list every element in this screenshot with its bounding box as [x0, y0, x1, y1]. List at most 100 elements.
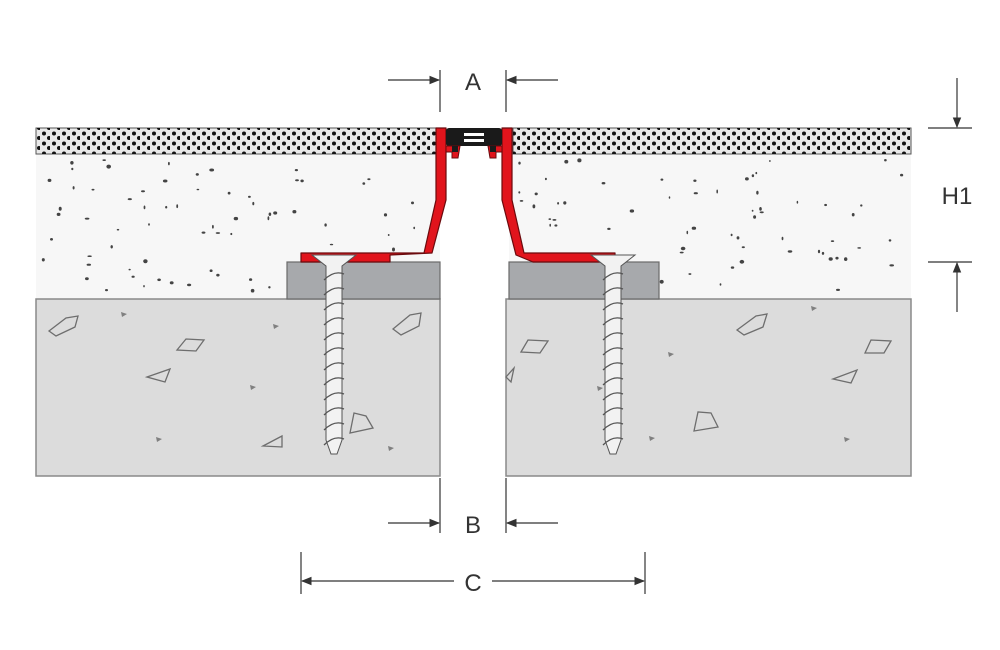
screed-speck [196, 188, 200, 191]
screed-speck [248, 195, 251, 198]
screed-speck [324, 223, 327, 227]
screw-thread [323, 317, 345, 326]
dimension-labels: A B C H1 [464, 69, 972, 597]
screed-speck [745, 177, 749, 181]
screed-speck [411, 201, 414, 205]
screed-speck [71, 167, 74, 171]
tile-layer [35, 127, 912, 155]
screed-speck [176, 204, 179, 209]
screed-speck [215, 232, 221, 234]
screed-speck [736, 236, 740, 240]
tile-right-dots [513, 128, 911, 154]
screed-speck [367, 178, 371, 181]
screed-speck [143, 259, 148, 264]
screed-speck [557, 202, 560, 205]
screw-thread [602, 407, 624, 416]
screw-thread [323, 347, 345, 356]
screed-speck [601, 182, 606, 185]
screed-speck [835, 256, 839, 260]
screed-speck [169, 281, 174, 285]
screed-speck [691, 226, 697, 230]
screed-speck [836, 288, 840, 291]
screed-speck [187, 283, 192, 287]
screed-speck [47, 178, 52, 182]
screed-speck [209, 269, 213, 273]
screed-speck [50, 238, 53, 241]
screed-speck [85, 277, 89, 281]
screed-speck [143, 285, 145, 288]
screed-speck [730, 266, 735, 269]
screw-thread [602, 302, 624, 311]
screed-speck [900, 173, 904, 177]
screed-speck [250, 288, 255, 293]
screed-speck [751, 174, 755, 178]
screed-speck [781, 236, 784, 241]
screed-speck [860, 204, 863, 207]
screw-right [589, 254, 637, 455]
screed-speck [755, 171, 758, 175]
screed-speck [688, 273, 692, 275]
screed-speck [70, 161, 74, 165]
screed-speck [751, 209, 754, 212]
screed-speck [252, 201, 255, 206]
screw-left [310, 254, 358, 455]
screed-speck [753, 215, 757, 219]
screed-speck [157, 278, 161, 282]
aggregate-stone [349, 412, 375, 434]
screed-speck [209, 168, 215, 172]
screed-speck [857, 247, 862, 249]
screed-speck [392, 247, 395, 252]
screed-speck [86, 263, 92, 266]
screws [310, 254, 637, 455]
screw-thread [602, 422, 624, 431]
insert-slot-top [464, 133, 484, 136]
screed-speck [148, 223, 150, 226]
profile-left-flange [300, 127, 447, 263]
screed-speck [769, 160, 771, 162]
screed-speck [102, 159, 106, 162]
screed-speck [127, 198, 132, 201]
tile-left-dots [36, 128, 436, 154]
screw-thread [323, 332, 345, 341]
screed-speck [693, 179, 697, 182]
aggregate-stone [175, 338, 206, 352]
screed-speck [739, 259, 745, 264]
aggregate-speck [121, 312, 127, 317]
screed-speck [91, 188, 95, 191]
screed-speck [141, 190, 145, 193]
dim-label-h1: H1 [942, 183, 973, 210]
screed-speck [668, 196, 671, 199]
screed-speck [84, 217, 90, 220]
screed-speck [817, 249, 821, 254]
screed-speck [233, 216, 239, 221]
screed-speck [844, 257, 848, 261]
screed-speck [830, 240, 835, 243]
screed-speck [730, 233, 733, 237]
screed-speck [58, 206, 62, 211]
screed-speck [532, 204, 536, 209]
screed-speck [201, 231, 206, 234]
insert-body [446, 128, 502, 146]
screed-speck [387, 234, 390, 236]
screed-speck [413, 226, 416, 230]
screed-speck [787, 250, 793, 253]
screed-speck [292, 210, 297, 214]
aggregate-shapes [47, 312, 893, 448]
screed-speck [828, 257, 833, 261]
screw-thread [323, 437, 345, 446]
screed-speck [295, 179, 299, 182]
screed-speck [519, 200, 524, 202]
dim-label-c: C [464, 570, 481, 597]
mounting-block-left [286, 261, 441, 300]
screed-speck [41, 258, 45, 262]
screed-speck [195, 173, 199, 176]
screed-speck [249, 278, 253, 281]
screed-speck [548, 218, 552, 221]
insert-lip-right-dark [490, 146, 496, 152]
aggregate-stone [505, 365, 516, 384]
screed-speck [362, 182, 366, 185]
screw-thread [323, 407, 345, 416]
screed-speck [821, 251, 825, 255]
screed-speck [128, 268, 131, 271]
